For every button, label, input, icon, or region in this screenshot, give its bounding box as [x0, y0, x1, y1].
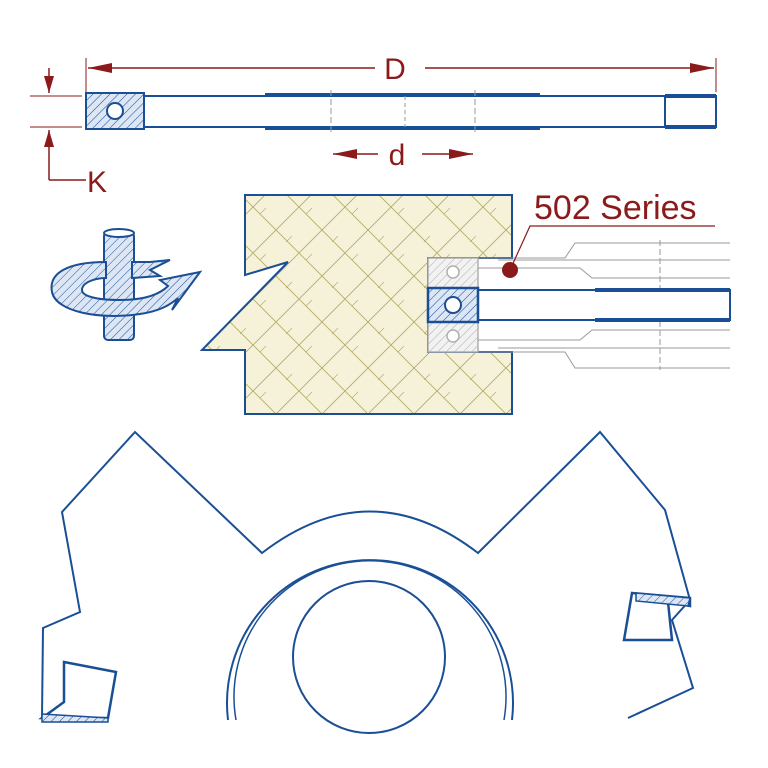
bore-hole	[292, 580, 446, 734]
series-callout: 502 Series	[502, 189, 715, 278]
cutter-in-workpiece	[426, 240, 731, 370]
rotation-direction-icon	[50, 228, 203, 341]
side-profile-view	[85, 90, 717, 134]
cutting-height-label: K	[87, 166, 107, 199]
outer-diameter-dimension: D	[85, 53, 717, 92]
cutter-face-view	[38, 430, 695, 734]
series-label: 502 Series	[534, 189, 697, 227]
bore-diameter-label: d	[389, 139, 406, 172]
outer-diameter-label: D	[384, 53, 406, 86]
screw-hole-icon	[106, 102, 124, 120]
tooth-section-left	[85, 92, 145, 130]
bore-diameter-dimension: d	[333, 139, 473, 172]
screw-hole-icon	[444, 296, 462, 314]
cutting-height-dimension: K	[30, 68, 107, 199]
